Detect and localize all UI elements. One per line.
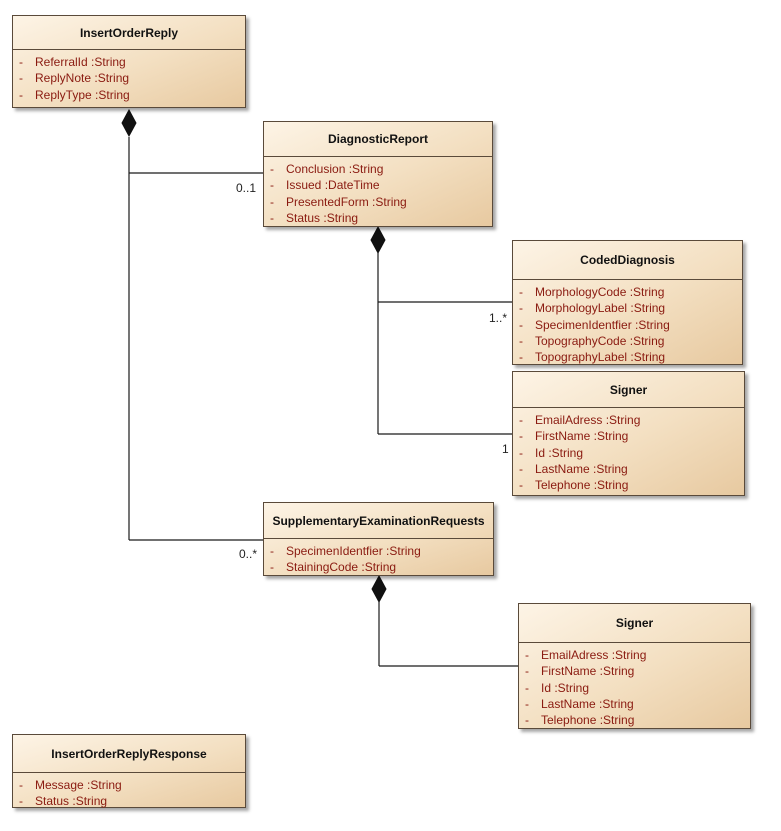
attribute: -MorphologyLabel :String: [519, 301, 666, 316]
class-name: InsertOrderReplyResponse: [13, 735, 245, 773]
multiplicity-label: 0..*: [239, 547, 258, 561]
attribute-list: -MorphologyCode :String -MorphologyLabel…: [513, 280, 742, 367]
class-name: SupplementaryExaminationRequests: [264, 503, 493, 539]
class-supplementary-examination-requests[interactable]: SupplementaryExaminationRequests -Specim…: [263, 502, 494, 576]
attribute: -Status :String: [19, 794, 108, 809]
class-coded-diagnosis[interactable]: CodedDiagnosis -MorphologyCode :String -…: [512, 240, 743, 365]
class-signer-supplementary[interactable]: Signer -EmailAdress :String -FirstName :…: [518, 603, 751, 729]
attribute: -SpecimenIdentfier :String: [519, 317, 670, 332]
multiplicity-label: 0..1: [236, 181, 257, 195]
attribute: -ReplyType :String: [19, 87, 130, 102]
composition-diamond: [121, 108, 137, 138]
attribute-list: -Conclusion :String -Issued :DateTime -P…: [264, 157, 492, 228]
composition-diamond: [370, 225, 386, 255]
class-insert-order-reply[interactable]: InsertOrderReply -ReferralId :String -Re…: [12, 15, 246, 108]
attribute: -Telephone :String: [525, 713, 635, 728]
class-diagnostic-report[interactable]: DiagnosticReport -Conclusion :String -Is…: [263, 121, 493, 227]
attribute: -ReferralId :String: [19, 55, 126, 69]
attribute: -FirstName :String: [525, 664, 635, 679]
multiplicity-label: 1: [502, 442, 509, 456]
attribute-list: -EmailAdress :String -FirstName :String …: [519, 643, 750, 730]
class-name: CodedDiagnosis: [513, 241, 742, 280]
attribute: -SpecimenIdentfier :String: [270, 544, 421, 558]
class-name: Signer: [513, 372, 744, 408]
attribute: -PresentedForm :String: [270, 194, 407, 209]
class-name: DiagnosticReport: [264, 122, 492, 157]
class-name: Signer: [519, 604, 750, 643]
attribute: -TopographyCode :String: [519, 333, 665, 348]
attribute: -FirstName :String: [519, 429, 629, 444]
attribute: -Id :String: [525, 680, 590, 695]
class-signer-report[interactable]: Signer -EmailAdress :String -FirstName :…: [512, 371, 745, 496]
attribute-list: -EmailAdress :String -FirstName :String …: [513, 408, 744, 495]
multiplicity-label: 1..*: [489, 311, 508, 325]
attribute: -TopographyLabel :String: [519, 350, 666, 365]
attribute: -Id :String: [519, 445, 584, 460]
class-insert-order-reply-response[interactable]: InsertOrderReplyResponse -Message :Strin…: [12, 734, 246, 808]
attribute: -Message :String: [19, 778, 122, 792]
attribute: -Status :String: [270, 210, 359, 225]
attribute-list: -Message :String -Status :String: [13, 773, 245, 812]
attribute: -Conclusion :String: [270, 162, 384, 176]
attribute: -LastName :String: [525, 696, 634, 711]
attribute-list: -ReferralId :String -ReplyNote :String -…: [13, 50, 245, 105]
attribute: -EmailAdress :String: [525, 648, 647, 662]
attribute: -LastName :String: [519, 461, 628, 476]
attribute-list: -SpecimenIdentfier :String -StainingCode…: [264, 539, 493, 578]
attribute: -StainingCode :String: [270, 560, 397, 575]
attribute: -ReplyNote :String: [19, 71, 130, 86]
attribute: -EmailAdress :String: [519, 413, 641, 427]
attribute: -MorphologyCode :String: [519, 285, 665, 299]
class-name: InsertOrderReply: [13, 16, 245, 50]
attribute: -Issued :DateTime: [270, 178, 380, 193]
attribute: -Telephone :String: [519, 478, 629, 493]
composition-diamond: [371, 574, 387, 604]
